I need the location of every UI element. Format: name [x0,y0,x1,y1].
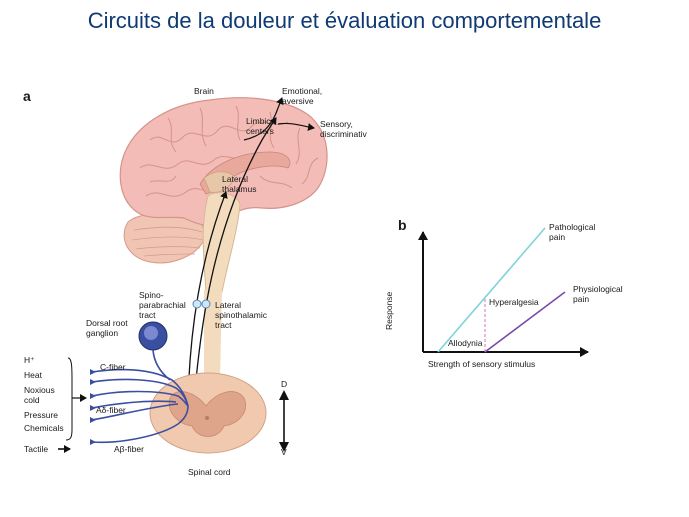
sensory-label: Sensory, discriminativ [320,119,367,139]
lateral-spinothalamic-label: Lateral spinothalamic tract [215,300,267,330]
stimulus-tactile: Tactile [24,444,49,454]
spinoparabrachial-marker [192,299,202,309]
panel-b-letter: b [398,217,407,233]
stimulus-pressure: Pressure [24,410,59,420]
emotional-label: Emotional, aversive [282,86,323,106]
drg-label: Dorsal root ganglion [86,318,128,338]
hyperalgesia-label: Hyperalgesia [489,297,539,307]
ad-fiber-label: Aδ-fiber [96,405,126,415]
nerve-fibers [91,368,189,444]
physiological-line [484,291,566,353]
spinoparabrachial-path [193,117,277,403]
spinal-cord-label: Spinal cord [188,467,231,477]
x-axis-label: Strength of sensory stimulus [428,359,536,369]
dorsal-label: D [281,379,288,389]
pathological-line [437,227,546,353]
spinal-cord-section [149,372,267,454]
lateral-thalamus-label: Lateral thalamus [222,174,257,194]
brain-label: Brain [194,86,214,96]
c-fiber-label: C-fiber [100,362,126,372]
brain-illustration [119,97,328,380]
spinoparabrachial-label: Spino- parabrachial tract [139,290,186,320]
stimulus-chemicals: Chemicals [24,423,64,433]
limbic-label: Limbic centers [246,116,274,136]
stimulus-heat: Heat [24,370,42,380]
physiological-pain-label: Physiological pain [573,284,623,304]
pathological-pain-label: Pathological pain [549,222,596,242]
allodynia-label: Allodynia [448,338,483,348]
ventral-label: V [281,447,287,457]
spinothalamic-path [187,191,228,401]
stimulus-noxious-cold: Noxious cold [24,385,55,405]
panel-a-letter: a [23,88,31,104]
spinothalamic-marker [201,299,211,309]
y-axis-label: Response [384,291,394,330]
ab-fiber-label: Aβ-fiber [114,444,144,454]
response-graph [418,227,589,357]
sensory-arrow [277,122,315,131]
slide-title: Circuits de la douleur et évaluation com… [87,8,602,33]
emotional-arrow [243,97,284,141]
stimulus-h: H⁺ [24,355,35,365]
